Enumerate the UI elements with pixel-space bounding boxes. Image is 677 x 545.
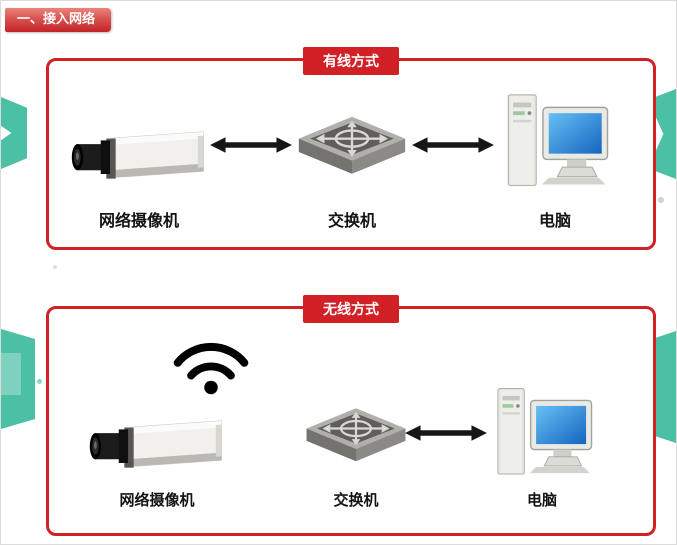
camera-icon: [69, 109, 209, 197]
decorative-dot: [658, 197, 664, 203]
switch-label: 交换机: [333, 491, 379, 509]
decorative-dot: [53, 265, 57, 269]
decorative-dot: [37, 379, 42, 384]
switch-icon: [303, 403, 409, 477]
wireless-mode-badge: 无线方式: [303, 295, 399, 323]
computer-label: 电脑: [526, 491, 557, 509]
wireless-connection-panel: 无线方式 网络摄像机 交换机 电脑: [46, 295, 656, 536]
double-arrow-icon: [409, 135, 497, 155]
decorative-highlight: [1, 353, 21, 395]
wired-connection-panel: 有线方式 网络摄像机 交换机 电脑: [46, 47, 656, 250]
double-arrow-icon: [207, 135, 295, 155]
switch-label: 交换机: [327, 211, 376, 230]
camera-label: 网络摄像机: [98, 211, 179, 230]
computer-label: 电脑: [538, 211, 571, 230]
double-arrow-icon: [401, 423, 491, 443]
section-title: 一、接入网络: [17, 12, 96, 27]
camera-icon: [87, 401, 227, 483]
section-header-ribbon: 一、接入网络: [5, 8, 112, 32]
computer-icon: [499, 91, 611, 197]
decorative-shape-left-top: [1, 97, 27, 169]
decorative-shape-left-bottom: [1, 329, 35, 429]
wired-mode-badge: 有线方式: [303, 47, 399, 75]
switch-icon: [295, 111, 409, 191]
computer-icon: [489, 385, 595, 485]
wifi-icon: [171, 335, 251, 397]
camera-label: 网络摄像机: [119, 491, 195, 509]
